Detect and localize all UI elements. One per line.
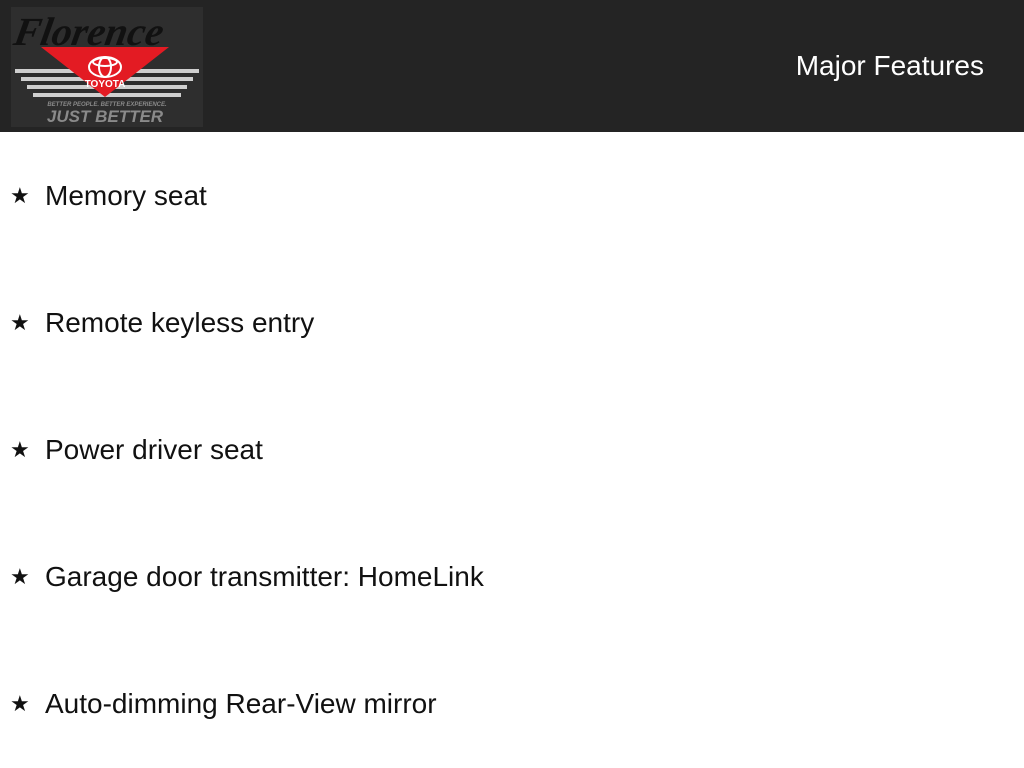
- logo-graphic: TOYOTA Florence BETTER PEOPLE. BETTER EX…: [11, 7, 203, 127]
- feature-label: Memory seat: [45, 180, 207, 211]
- star-icon: ★: [10, 691, 30, 716]
- logo-slogan: JUST BETTER: [47, 107, 164, 126]
- star-icon: ★: [10, 183, 30, 208]
- feature-label: Garage door transmitter: HomeLink: [45, 561, 484, 592]
- star-icon: ★: [10, 437, 30, 462]
- list-item: ★ Power driver seat: [0, 430, 1000, 470]
- feature-label: Auto-dimming Rear-View mirror: [45, 688, 437, 719]
- list-item: ★ Remote keyless entry: [0, 303, 1000, 343]
- logo-brand-script: Florence: [11, 9, 167, 54]
- feature-label: Power driver seat: [45, 434, 263, 465]
- list-item: ★ Garage door transmitter: HomeLink: [0, 557, 1000, 597]
- page-title: Major Features: [795, 50, 984, 81]
- florence-toyota-logo: TOYOTA Florence BETTER PEOPLE. BETTER EX…: [11, 7, 203, 127]
- star-icon: ★: [10, 310, 30, 335]
- logo-make-text: TOYOTA: [85, 79, 126, 90]
- feature-label: Remote keyless entry: [45, 307, 315, 338]
- toyota-emblem-icon: [88, 56, 122, 78]
- logo-tagline: BETTER PEOPLE. BETTER EXPERIENCE.: [47, 102, 167, 108]
- star-icon: ★: [10, 564, 30, 589]
- list-item: ★ Memory seat: [0, 176, 1000, 216]
- list-item: ★ Auto-dimming Rear-View mirror: [0, 684, 1000, 724]
- logo-triangle: [41, 47, 169, 97]
- header-bar: TOYOTA Florence BETTER PEOPLE. BETTER EX…: [0, 0, 1024, 132]
